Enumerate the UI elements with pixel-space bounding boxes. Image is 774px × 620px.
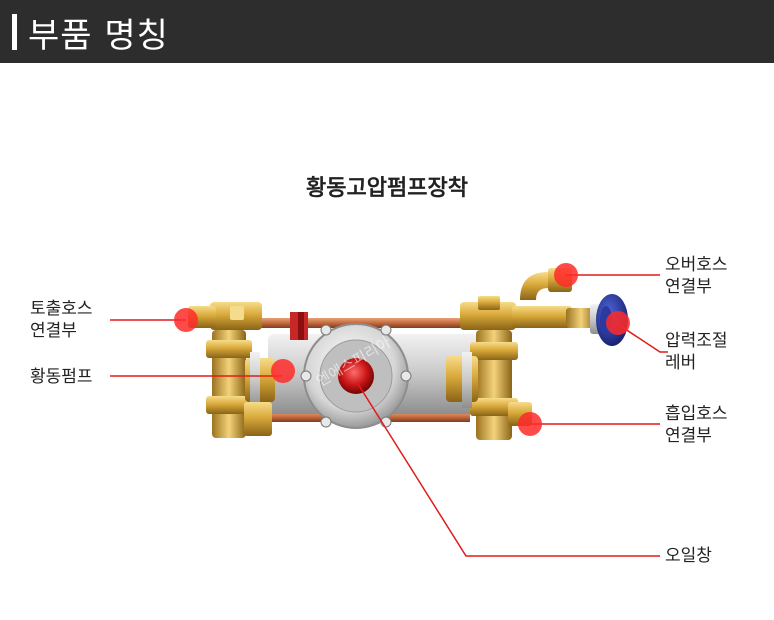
label-suction-line1: 흡입호스 — [665, 404, 728, 424]
label-suction-line2: 연결부 — [665, 426, 712, 446]
callout-line-oilwindow — [357, 383, 660, 557]
left-brass-manifold — [188, 302, 275, 438]
label-pressure-line2: 레버 — [665, 353, 697, 373]
header-bar: 부품 명칭 — [0, 0, 774, 63]
label-brass-pump: 황동펌프 — [30, 366, 93, 388]
page-title: 부품 명칭 — [28, 16, 169, 56]
marker-discharge — [174, 308, 198, 332]
label-overhose-line2: 연결부 — [665, 277, 712, 297]
label-discharge-line1: 토출호스 — [30, 299, 93, 319]
label-overhose-connector: 오버호스 연결부 — [665, 254, 728, 298]
label-suction-connector: 흡입호스 연결부 — [665, 403, 728, 447]
label-brasspump-text: 황동펌프 — [30, 367, 93, 387]
marker-overhose — [554, 263, 578, 287]
marker-suction — [518, 412, 542, 436]
label-pressure-line1: 압력조절 — [665, 331, 728, 351]
label-overhose-line1: 오버호스 — [665, 255, 728, 275]
label-discharge-line2: 연결부 — [30, 321, 77, 341]
oil-window-housing: 엔에스피리아 — [300, 323, 412, 429]
copper-pipe-top — [258, 318, 468, 328]
marker-brasspump — [271, 359, 295, 383]
label-pressure-lever: 압력조절 레버 — [665, 330, 728, 374]
product-subtitle: 황동고압펌프장착 — [306, 176, 468, 201]
callout-markers — [174, 263, 630, 436]
header-accent — [12, 14, 17, 50]
callout-lines — [110, 274, 668, 557]
label-discharge-connector: 토출호스 연결부 — [30, 298, 93, 342]
label-oilwindow-text: 오일창 — [665, 546, 712, 566]
callout-line-pressure — [615, 322, 668, 353]
label-oil-window: 오일창 — [665, 545, 712, 567]
marker-pressure — [606, 311, 630, 335]
